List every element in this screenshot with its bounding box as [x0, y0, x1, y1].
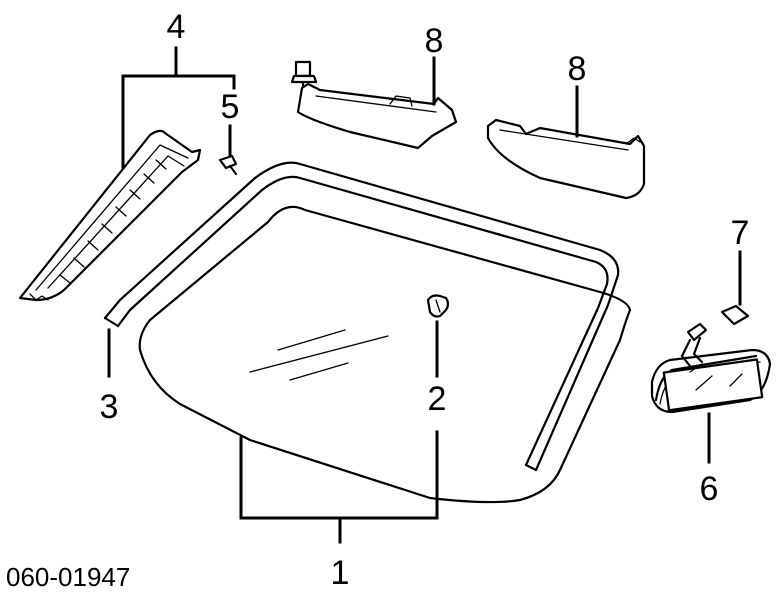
mirror-mount-clip — [426, 294, 450, 318]
sun-visor-right — [486, 118, 646, 200]
rearview-mirror — [650, 322, 772, 414]
callout-3: 3 — [100, 388, 119, 426]
callout-5: 5 — [221, 88, 240, 126]
windshield-molding — [103, 161, 620, 472]
reference-code: 060-01947 — [6, 562, 130, 592]
garnish-clip — [218, 154, 238, 176]
callout-1: 1 — [331, 554, 350, 592]
pillar-garnish — [18, 129, 202, 302]
callouts: 1 2 3 4 5 6 7 8 8 — [100, 8, 750, 592]
leader-lines — [107, 46, 742, 544]
callout-7: 7 — [731, 214, 750, 252]
callout-4: 4 — [167, 8, 186, 46]
callout-8-left: 8 — [425, 22, 444, 60]
sun-visor-left — [290, 60, 458, 150]
callout-8-right: 8 — [568, 50, 587, 88]
callout-6: 6 — [700, 470, 719, 508]
mirror-connector — [720, 304, 750, 326]
callout-2: 2 — [428, 380, 447, 418]
windshield-glass — [138, 205, 632, 504]
